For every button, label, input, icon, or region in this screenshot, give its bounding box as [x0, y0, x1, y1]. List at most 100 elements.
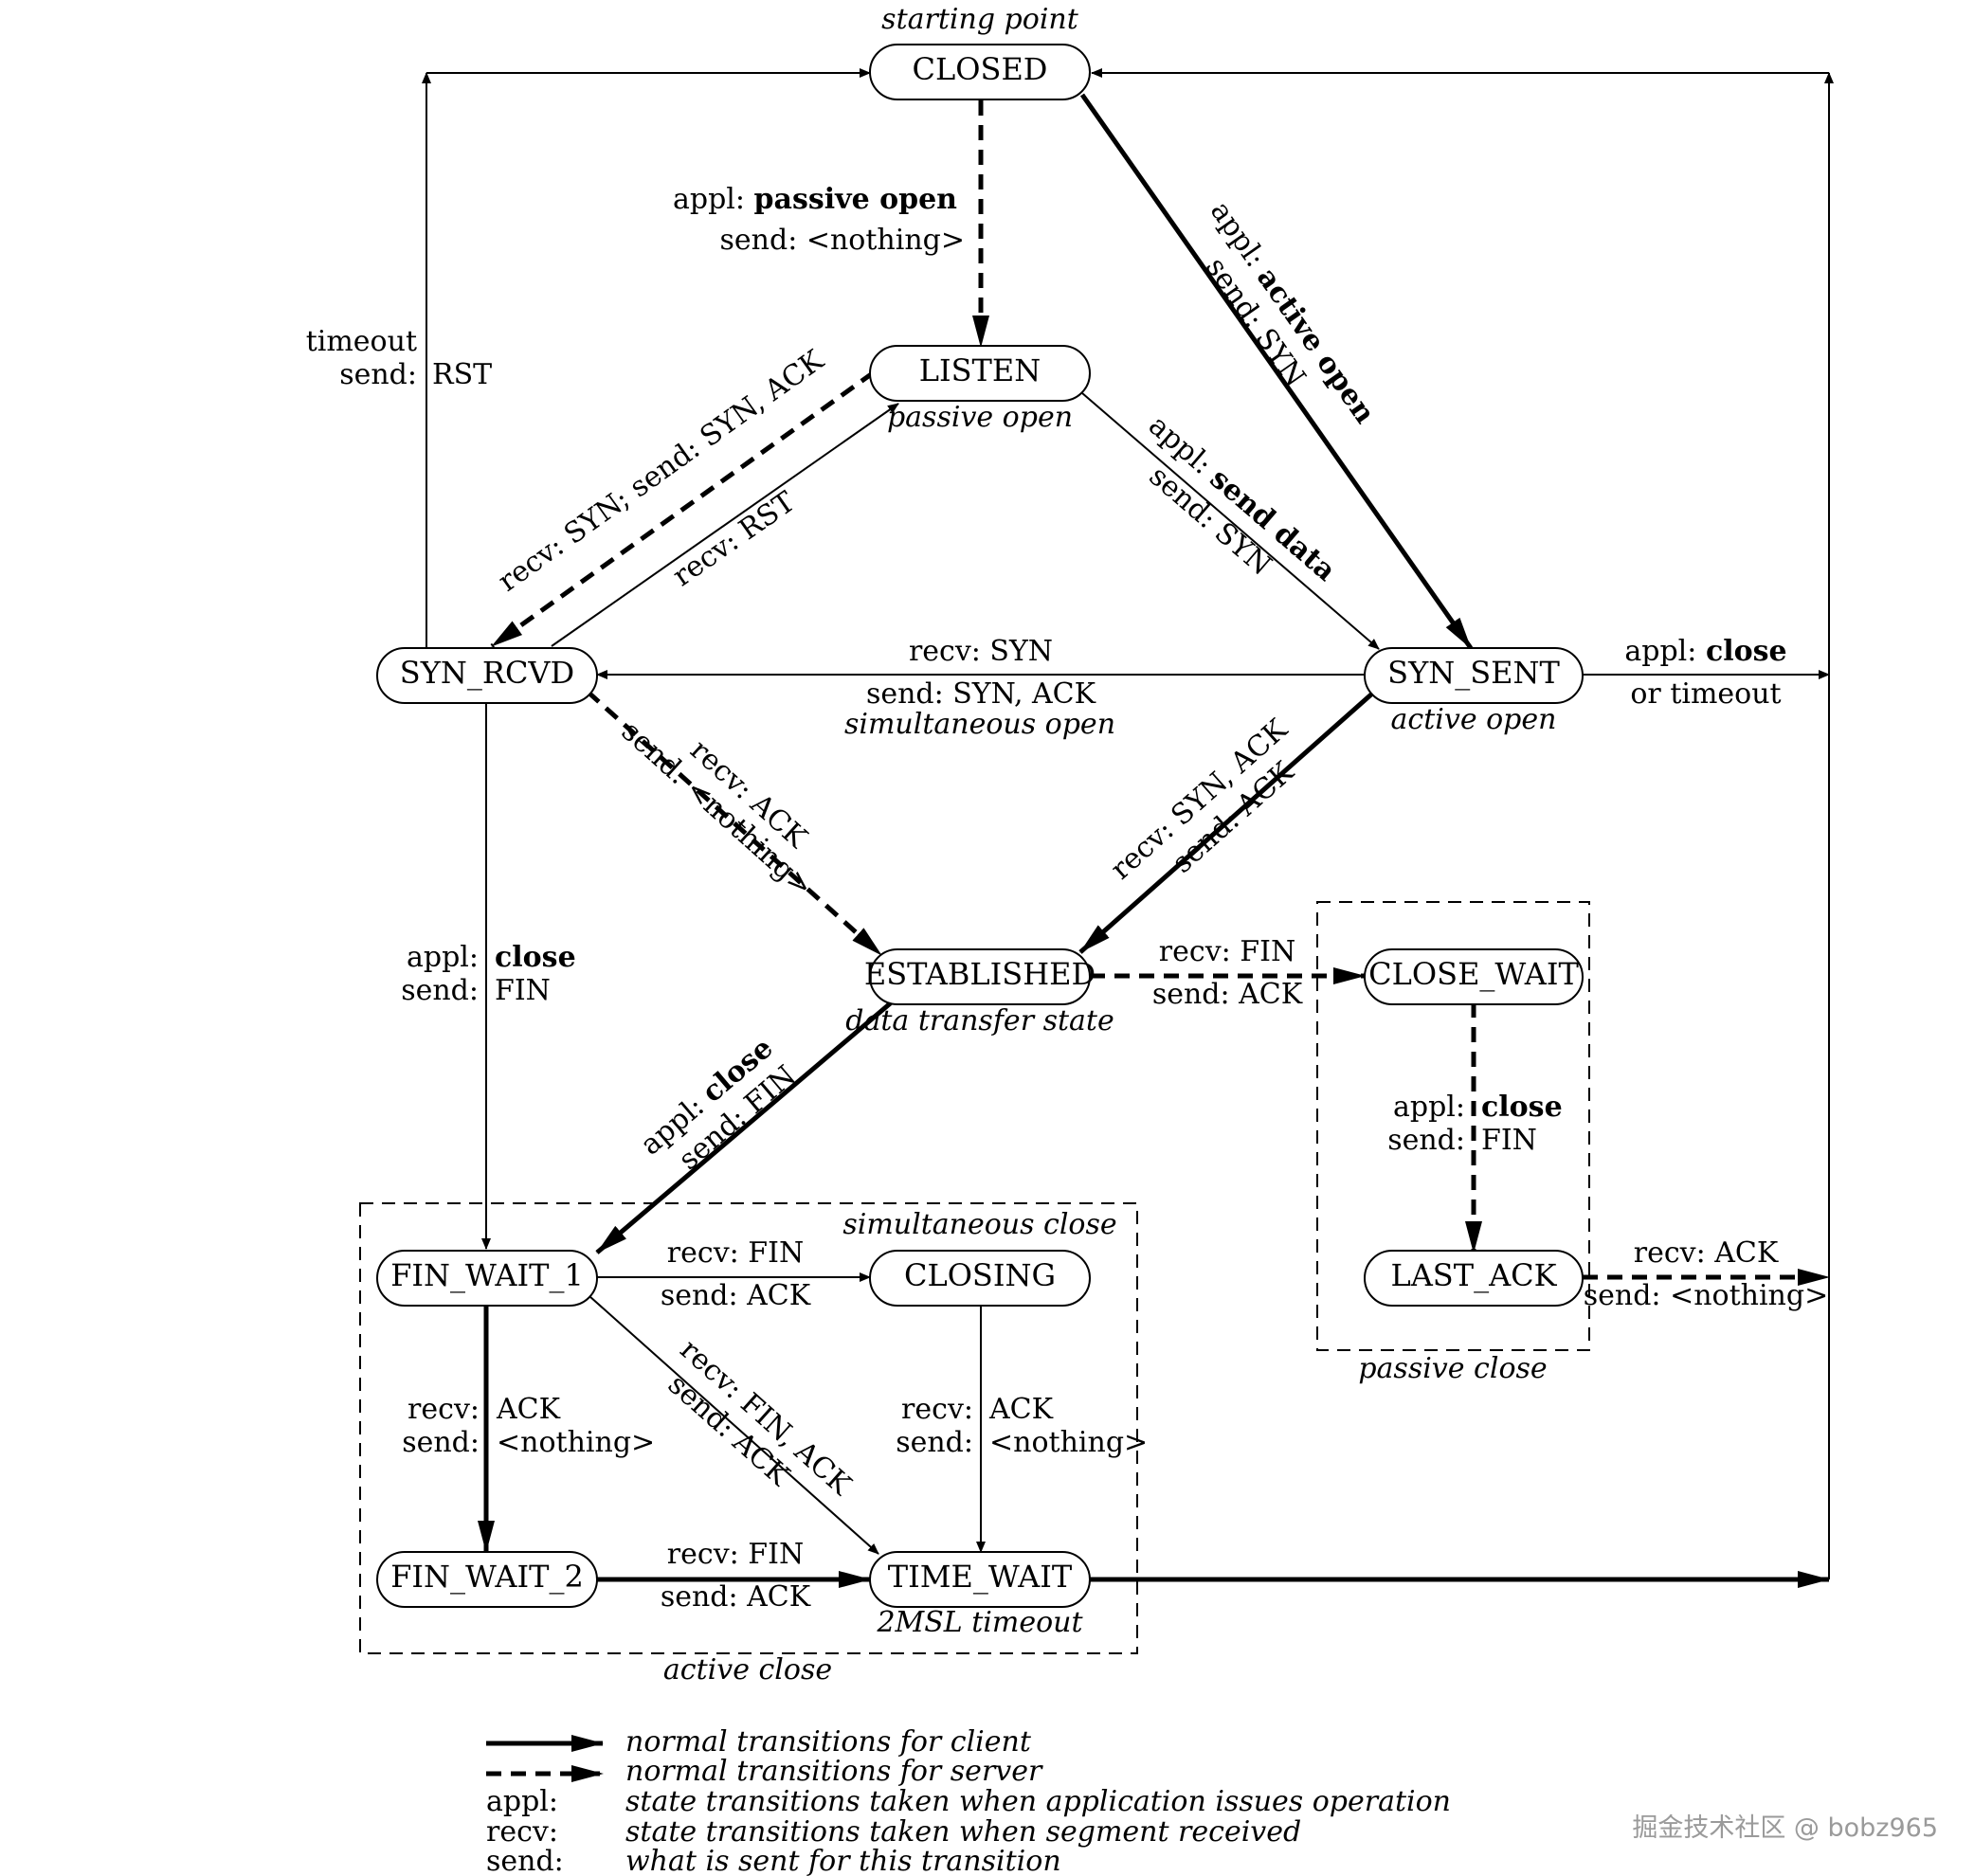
label-part: send: — [1387, 1124, 1465, 1157]
state-label: CLOSE_WAIT — [1368, 956, 1579, 992]
label-timeout-rst: timeout send: RST — [306, 325, 492, 391]
note-simultaneous-close: simultaneous close — [842, 1208, 1116, 1241]
legend: normal transitions for client normal tra… — [486, 1725, 1451, 1876]
state-close-wait: CLOSE_WAIT — [1364, 948, 1584, 1005]
legend-recv-key: recv: — [486, 1815, 558, 1849]
label-part: appl: — [1142, 409, 1218, 481]
label-part: send: — [401, 974, 479, 1007]
label-syn-rcvd-fin-wait-1: appl: close send: FIN — [401, 941, 575, 1007]
state-label: FIN_WAIT_1 — [390, 1257, 584, 1293]
label-part: close — [1706, 635, 1787, 668]
label-fin-wait-1-fin-wait-2: recv: ACK send: <nothing> — [402, 1393, 655, 1459]
label-part: recv: FIN — [667, 1538, 804, 1571]
note-passive-open: passive open — [887, 401, 1073, 434]
label-part: appl: — [1624, 635, 1696, 668]
state-established: ESTABLISHED — [864, 948, 1096, 1005]
label-part: recv: — [407, 1393, 480, 1426]
label-fin-wait-1-closing: recv: FIN send: ACK — [661, 1236, 811, 1312]
label-part: ACK — [988, 1393, 1054, 1426]
syn-sent-to-established-arrow — [1078, 692, 1374, 954]
label-syn-sent-close: appl: close or timeout — [1624, 635, 1786, 711]
label-syn-sent-syn-rcvd: recv: SYN send: SYN, ACK — [866, 635, 1096, 711]
state-label: SYN_SENT — [1387, 655, 1560, 691]
label-part: recv: FIN — [1159, 935, 1295, 968]
state-fin-wait-2: FIN_WAIT_2 — [376, 1551, 598, 1608]
label-part: send: SYN, ACK — [866, 677, 1096, 711]
label-part: or timeout — [1630, 677, 1781, 711]
label-part: <nothing> — [989, 1426, 1148, 1459]
label-part: send: — [402, 1426, 480, 1459]
state-last-ack: LAST_ACK — [1364, 1250, 1584, 1307]
state-label: FIN_WAIT_2 — [390, 1559, 584, 1595]
label-established-fin-wait-1: appl: close send: FIN — [634, 1032, 802, 1177]
note-data-transfer-state: data transfer state — [845, 1004, 1114, 1037]
svg-text:appl: close: appl: close — [1624, 635, 1786, 668]
label-part: send: <nothing> — [1584, 1279, 1828, 1312]
state-syn-sent: SYN_SENT — [1364, 647, 1584, 704]
label-part: RST — [432, 358, 492, 391]
state-label: CLOSING — [904, 1257, 1056, 1293]
label-part: FIN — [1481, 1124, 1537, 1157]
label-syn-sent-established: recv: SYN, ACK send: ACK — [1104, 713, 1300, 886]
syn-rcvd-to-established-arrow — [586, 690, 883, 957]
legend-appl-key: appl: — [486, 1785, 558, 1818]
fin-wait-1-to-time-wait-arrow — [589, 1295, 879, 1555]
state-label: SYN_RCVD — [400, 655, 574, 691]
label-syn-rcvd-established: recv: ACK send: <nothing> — [615, 714, 820, 903]
listen-to-syn-rcvd-arrow — [490, 370, 876, 649]
label-established-close-wait: recv: FIN send: ACK — [1152, 935, 1303, 1011]
label-part: close — [495, 941, 576, 974]
svg-text:appl: passive open: appl: passive open — [673, 183, 957, 216]
label-part: recv: RST — [667, 485, 802, 593]
established-to-fin-wait-1-arrow — [595, 993, 902, 1254]
label-listen-syn-sent: appl: send data send: SYN — [1142, 409, 1342, 588]
label-part: send: — [339, 358, 417, 391]
label-part: send: — [896, 1426, 973, 1459]
label-part: appl: — [1393, 1091, 1465, 1124]
label-part: recv: ACK — [1634, 1236, 1779, 1270]
label-part: appl: — [673, 183, 745, 216]
state-time-wait: TIME_WAIT — [869, 1551, 1091, 1608]
state-label: LISTEN — [919, 352, 1041, 388]
note-simultaneous-open: simultaneous open — [844, 708, 1115, 741]
state-label: LAST_ACK — [1390, 1257, 1557, 1293]
state-listen: LISTEN — [869, 345, 1091, 402]
state-label: CLOSED — [913, 51, 1048, 87]
label-part: recv: FIN — [667, 1236, 804, 1270]
legend-recv-desc: state transitions taken when segment rec… — [625, 1815, 1301, 1849]
legend-server: normal transitions for server — [625, 1755, 1043, 1788]
label-part: send: ACK — [661, 1279, 811, 1312]
listen-to-syn-sent-arrow — [1081, 392, 1380, 650]
label-close-wait-last-ack: appl: close send: FIN — [1387, 1091, 1562, 1157]
passive-close-region — [1316, 901, 1590, 1351]
legend-send-desc: what is sent for this transition — [625, 1845, 1061, 1876]
label-part: recv: SYN — [909, 635, 1053, 668]
state-fin-wait-1: FIN_WAIT_1 — [376, 1250, 598, 1307]
note-active-open: active open — [1391, 703, 1557, 736]
label-part: appl: — [407, 941, 479, 974]
label-closed-listen: appl: passive open send: <nothing> — [673, 183, 965, 257]
label-part: close — [1481, 1091, 1563, 1124]
label-listen-syn-rcvd: recv: SYN; send: SYN, ACK — [492, 344, 829, 599]
label-part: timeout — [306, 325, 417, 358]
note-active-close: active close — [663, 1653, 832, 1687]
label-part: send: ACK — [1152, 978, 1303, 1011]
closed-to-syn-sent-arrow — [1079, 93, 1474, 650]
label-last-ack-closed: recv: ACK send: <nothing> — [1584, 1236, 1828, 1312]
note-starting-point: starting point — [881, 3, 1079, 36]
label-fin-wait-1-time-wait: recv: FIN, ACK send: ACK — [661, 1333, 858, 1503]
active-close-region — [359, 1202, 1138, 1654]
label-syn-rcvd-listen: recv: RST — [667, 485, 802, 593]
label-part: recv: — [901, 1393, 973, 1426]
label-part: passive open — [754, 183, 958, 216]
label-part: <nothing> — [497, 1426, 655, 1459]
label-fin-wait-2-time-wait: recv: FIN send: ACK — [661, 1538, 811, 1614]
state-closed: CLOSED — [869, 44, 1091, 100]
legend-send-key: send: — [486, 1845, 564, 1876]
label-part: ACK — [496, 1393, 561, 1426]
svg-text:recv: SYN; send: SYN, ACK: recv: SYN; send: SYN, ACK — [492, 344, 829, 599]
watermark: 掘金技术社区 @ bobz965 — [1632, 1813, 1938, 1843]
label-closing-time-wait: recv: ACK send: <nothing> — [896, 1393, 1148, 1459]
legend-client: normal transitions for client — [625, 1725, 1032, 1759]
